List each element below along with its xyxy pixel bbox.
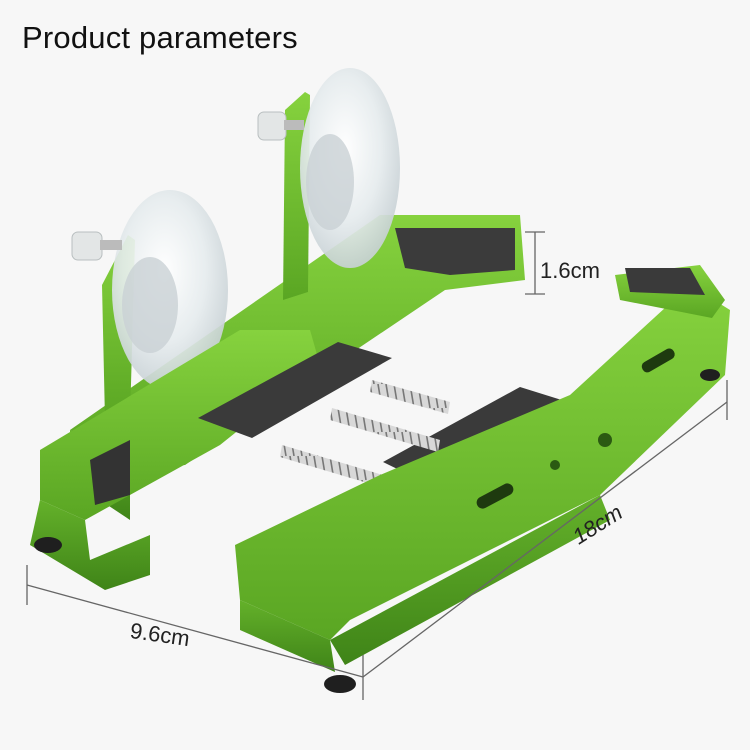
suction-cup-right [257, 68, 400, 300]
grip-pad-left [198, 342, 392, 438]
width-dim-line [26, 584, 364, 678]
left-jaw [30, 330, 320, 590]
springs [280, 380, 450, 488]
suction-cup-left [71, 190, 228, 420]
dimension-lines [26, 231, 728, 700]
page-title: Product parameters [22, 20, 298, 55]
length-dim-line [362, 401, 728, 678]
height-dimension-label: 1.6cm [540, 258, 600, 283]
right-jaw [235, 265, 730, 693]
